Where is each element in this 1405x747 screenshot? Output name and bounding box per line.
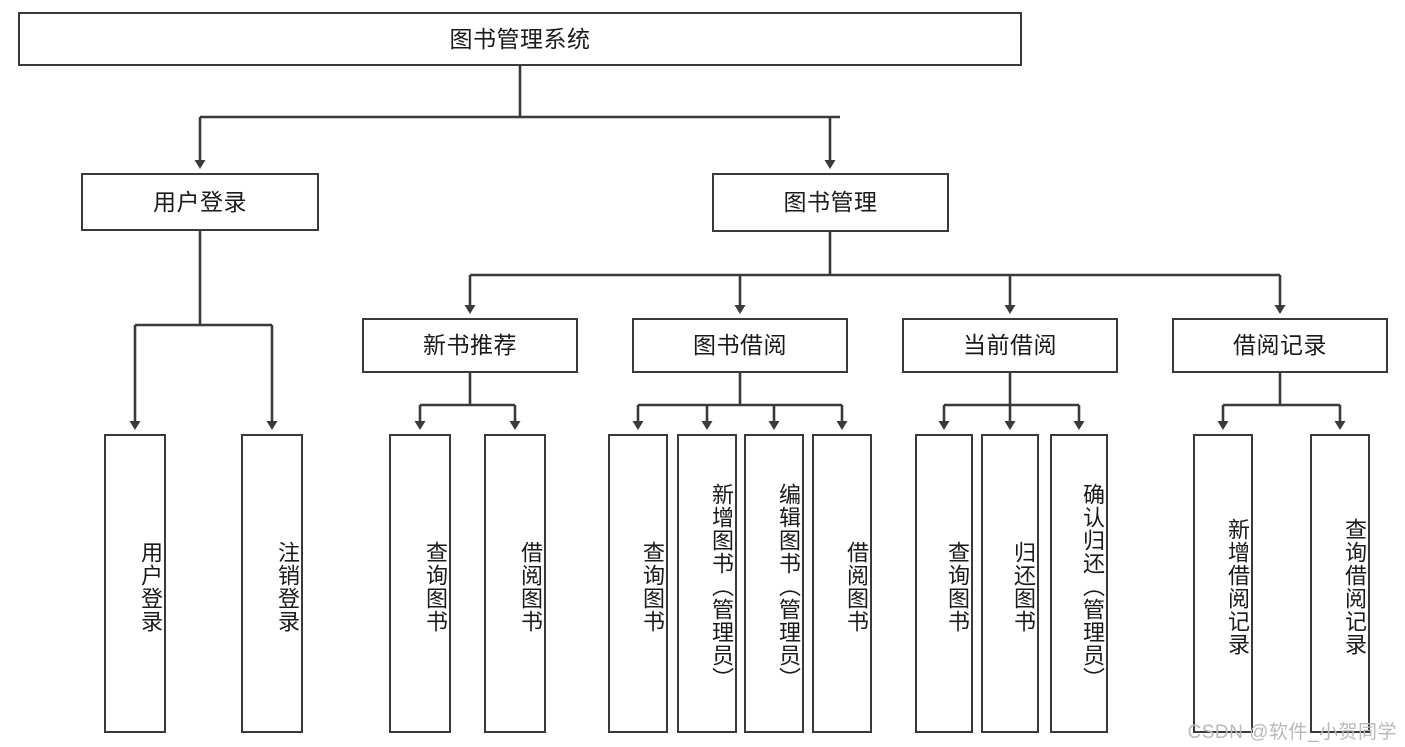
leaf-query-book-current[interactable]: 查询图书 [915,434,973,733]
node-current-borrow[interactable]: 当前借阅 [902,318,1118,373]
leaf-user-login[interactable]: 用户登录 [104,434,166,733]
node-borrow-record[interactable]: 借阅记录 [1172,318,1388,373]
leaf-borrow-book[interactable]: 借阅图书 [812,434,872,733]
leaf-logout[interactable]: 注销登录 [241,434,303,733]
leaf-borrow-book-new[interactable]: 借阅图书 [484,434,546,733]
node-root[interactable]: 图书管理系统 [18,12,1022,66]
leaf-query-book-new[interactable]: 查询图书 [389,434,451,733]
leaf-query-book-borrow[interactable]: 查询图书 [608,434,668,733]
node-book-borrow[interactable]: 图书借阅 [632,318,848,373]
leaf-edit-book-admin[interactable]: 编辑图书（管理员） [744,434,804,733]
node-user-login[interactable]: 用户登录 [81,173,319,231]
leaf-confirm-return-admin[interactable]: 确认归还（管理员） [1050,434,1108,733]
csdn-watermark: CSDN @软件_小贺同学 [1187,722,1397,743]
node-book-management[interactable]: 图书管理 [712,173,949,232]
node-new-book-recommend[interactable]: 新书推荐 [362,318,578,373]
leaf-return-book[interactable]: 归还图书 [981,434,1039,733]
leaf-add-borrow-record[interactable]: 新增借阅记录 [1193,434,1253,733]
leaf-add-book-admin[interactable]: 新增图书（管理员） [677,434,737,733]
leaf-query-borrow-record[interactable]: 查询借阅记录 [1310,434,1370,733]
